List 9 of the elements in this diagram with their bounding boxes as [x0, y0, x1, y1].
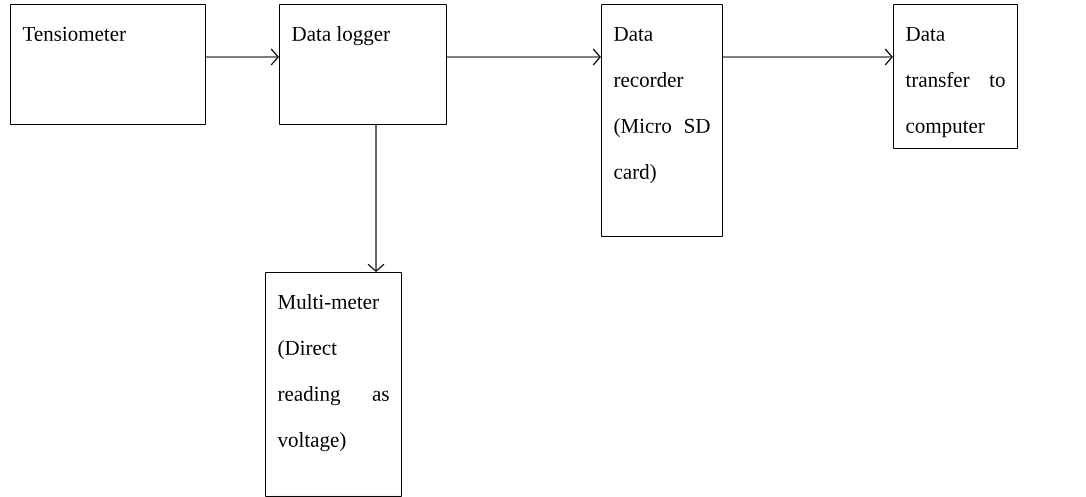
process-box: Data logger: [279, 4, 447, 125]
process-box: Multi-meter (Direct reading as voltage): [265, 272, 402, 497]
arrow: [446, 48, 601, 66]
process-box: Data transfer to computer: [893, 4, 1018, 149]
process-box: Tensiometer: [10, 4, 206, 125]
arrow: [205, 48, 279, 66]
process-box: Data recorder (Micro SD card): [601, 4, 723, 237]
arrow: [722, 48, 893, 66]
arrow: [367, 124, 385, 272]
